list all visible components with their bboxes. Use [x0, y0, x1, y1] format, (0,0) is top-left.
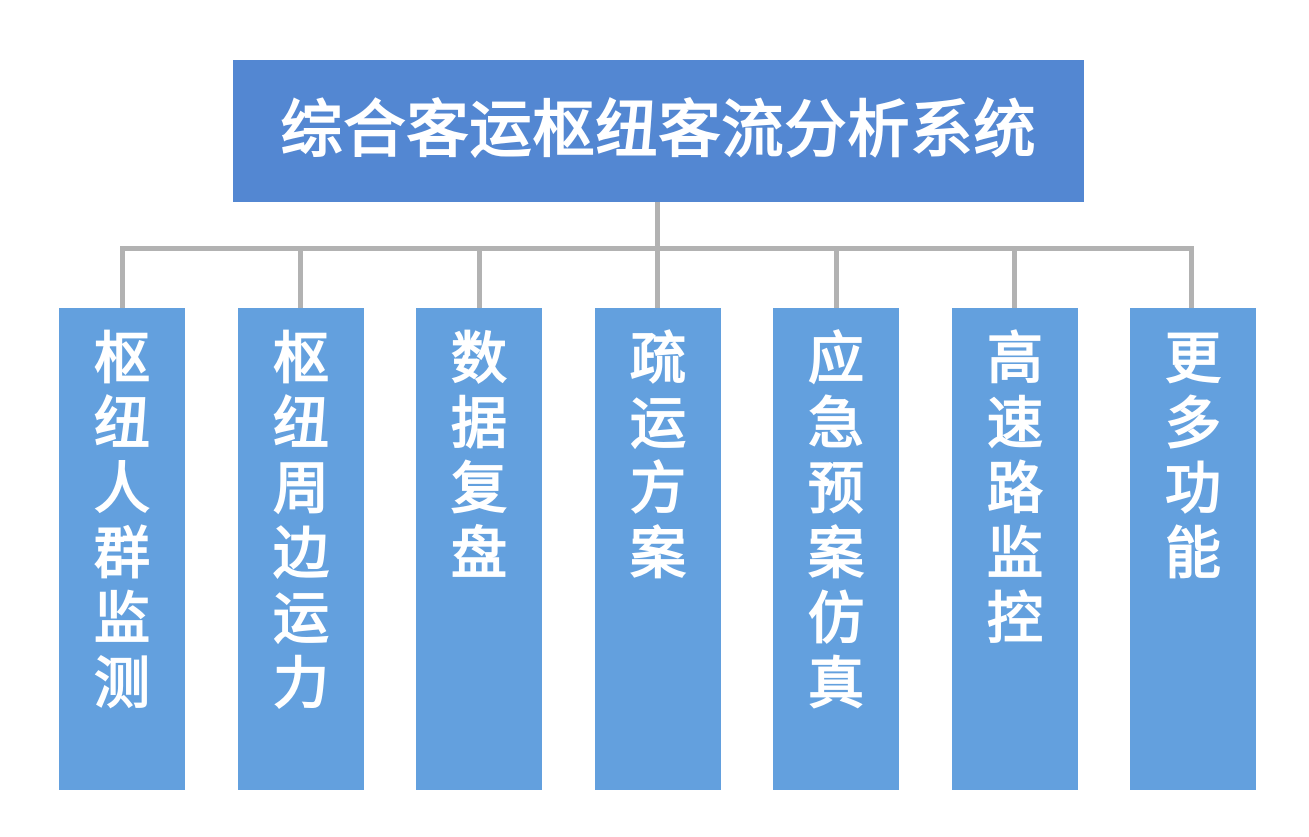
leaf-node-more-functions[interactable]: 更多功能 — [1130, 308, 1256, 790]
root-node-label: 综合客运枢纽客流分析系统 — [280, 96, 1037, 166]
leaf-node-label: 枢纽周边运力 — [273, 327, 329, 715]
connector-drop-5 — [834, 246, 839, 308]
connector-drop-4 — [655, 246, 660, 308]
leaf-node-hub-crowd-monitoring[interactable]: 枢纽人群监测 — [59, 308, 185, 790]
leaf-node-evacuation-plan[interactable]: 疏运方案 — [595, 308, 721, 790]
leaf-node-label: 应急预案仿真 — [808, 327, 864, 715]
connector-drop-3 — [477, 246, 482, 308]
leaf-node-label: 枢纽人群监测 — [94, 327, 150, 715]
leaf-node-label: 更多功能 — [1165, 327, 1221, 585]
connector-drop-2 — [298, 246, 303, 308]
connector-root-stem — [655, 202, 660, 250]
leaf-node-emergency-plan-simulation[interactable]: 应急预案仿真 — [773, 308, 899, 790]
leaf-node-label: 高速路监控 — [987, 327, 1043, 650]
leaf-node-highway-monitoring[interactable]: 高速路监控 — [952, 308, 1078, 790]
root-node-system-title[interactable]: 综合客运枢纽客流分析系统 — [233, 60, 1084, 202]
leaf-node-data-review[interactable]: 数据复盘 — [416, 308, 542, 790]
connector-drop-1 — [120, 246, 125, 308]
leaf-node-hub-surrounding-capacity[interactable]: 枢纽周边运力 — [238, 308, 364, 790]
leaf-node-label: 数据复盘 — [451, 327, 507, 585]
leaf-node-label: 疏运方案 — [630, 327, 686, 585]
connector-drop-6 — [1012, 246, 1017, 308]
connector-drop-7 — [1189, 246, 1194, 308]
